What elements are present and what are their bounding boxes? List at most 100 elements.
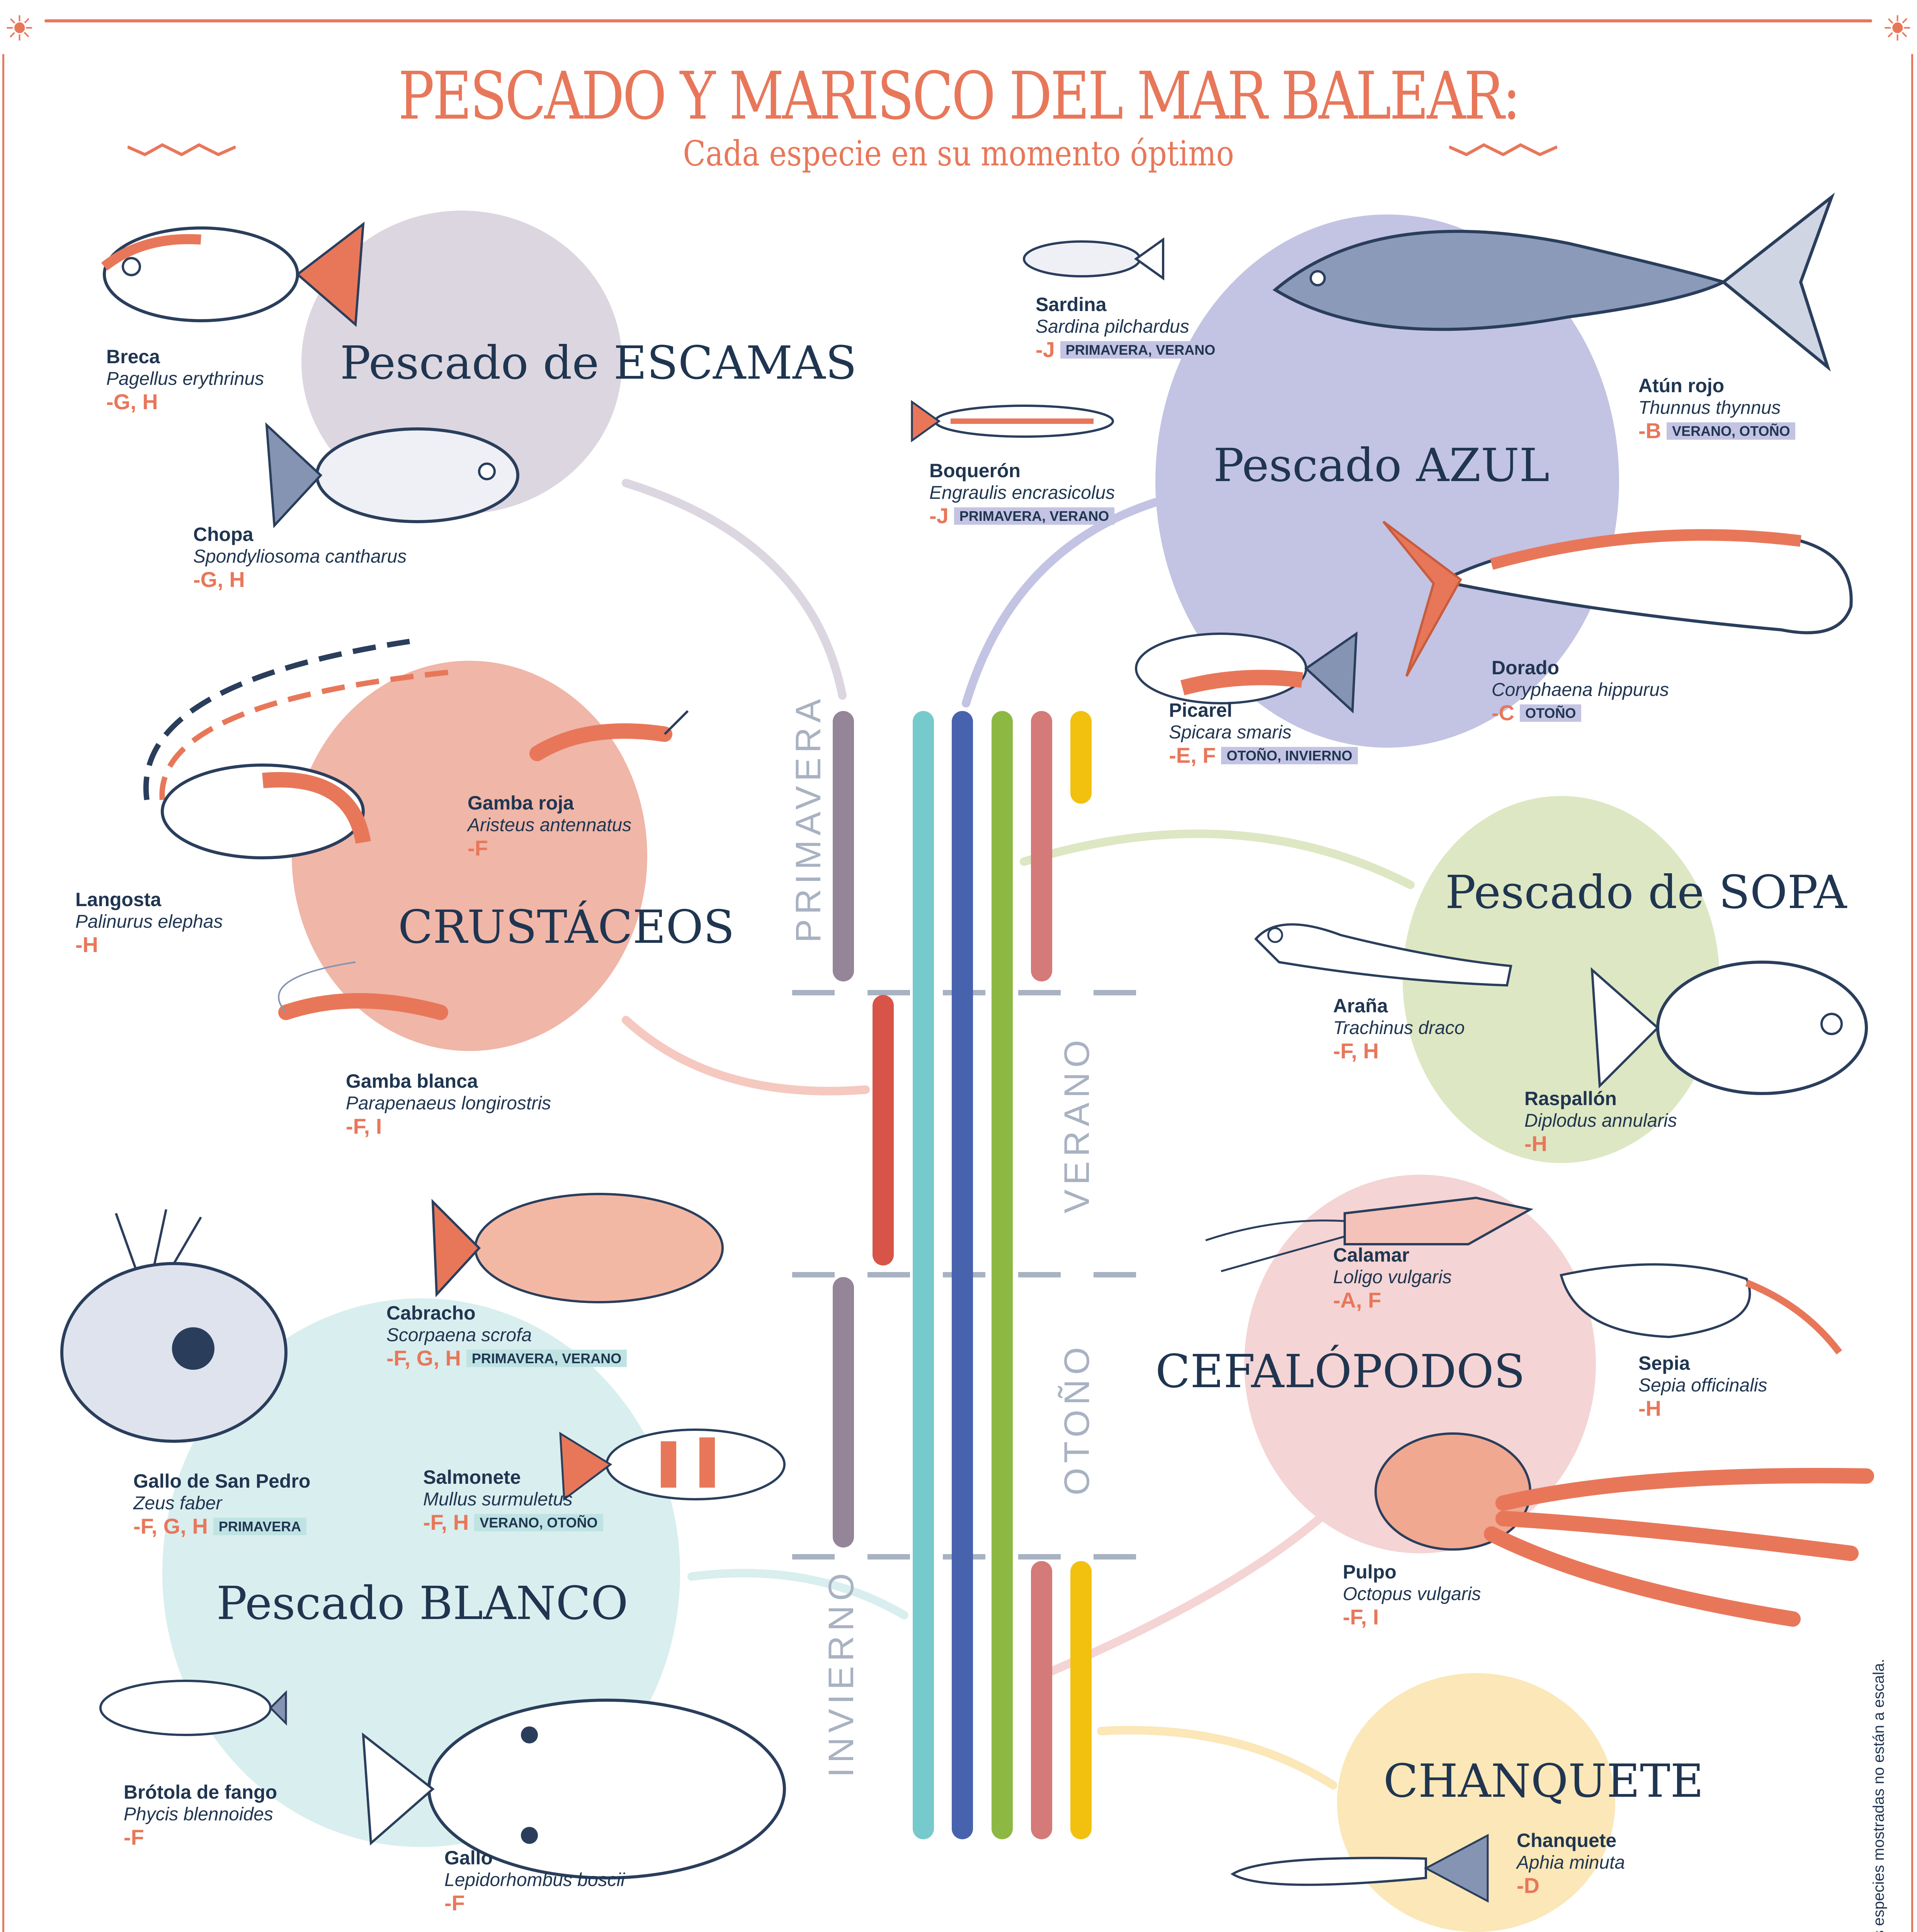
species-gear: -E, F (1169, 743, 1216, 767)
species-sci: Spicara smaris (1169, 722, 1292, 743)
species-sci: Engraulis encrasicolus (929, 482, 1115, 503)
dorado-illustration (1382, 520, 1853, 677)
group-title-cefalopodos: CEFALÓPODOS (1155, 1345, 1525, 1398)
species-name: Breca (106, 346, 160, 367)
gallo-illustration (362, 1699, 786, 1879)
group-title-azul: Pescado AZUL (1213, 439, 1550, 492)
species-sci: Sepia officinalis (1638, 1375, 1767, 1396)
species-name: Cabracho (386, 1302, 476, 1324)
species-gamba-blanca: Gamba blanca Parapenaeus longirostris -F… (346, 1070, 551, 1139)
species-name: Gallo de San Pedro (133, 1470, 311, 1492)
species-name: Araña (1333, 995, 1388, 1017)
connector-blanco (687, 1569, 908, 1619)
group-title-crustaceos: CRUSTÁCEOS (398, 900, 735, 954)
connector-crustaceos (622, 1016, 870, 1095)
species-gear: -F (444, 1890, 465, 1915)
species-gear: -F (124, 1825, 144, 1849)
species-name: Calamar (1333, 1244, 1410, 1266)
species-picarel: Picarel Spicara smaris -E, F OTOÑO, INVIE… (1169, 699, 1358, 768)
bar-cefalopodos-invierno (1031, 1561, 1052, 1839)
species-sci: Diplodus annularis (1524, 1110, 1677, 1131)
chanquete-illustration (1230, 1833, 1489, 1903)
atun-rojo-illustration (1272, 192, 1835, 372)
species-cabracho: Cabracho Scorpaena scrofa -F, G, H PRIMAV… (386, 1302, 627, 1371)
season-label-primavera: PRIMAVERA (789, 694, 828, 943)
species-sci: Lepidorhombus boscii (444, 1869, 625, 1890)
species-pulpo: Pulpo Octopus vulgaris -F, I (1343, 1561, 1481, 1629)
species-sci: Pagellus erythrinus (106, 368, 264, 389)
zigzag-decoration-right (1449, 143, 1557, 156)
species-brotola: Brótola de fango Phycis blennoides -F (124, 1781, 277, 1850)
species-name: Boquerón (929, 460, 1021, 481)
species-sci: Phycis blennoides (124, 1804, 273, 1825)
connector-azul (962, 498, 1160, 707)
species-sci: Scorpaena scrofa (386, 1325, 532, 1345)
frame-right-border (1911, 54, 1913, 1932)
species-name: Langosta (75, 889, 162, 910)
species-arana: Araña Trachinus draco -F, H (1333, 995, 1465, 1063)
species-name: Picarel (1169, 699, 1233, 721)
calamar-illustration (1205, 1196, 1534, 1272)
chopa-illustration (265, 422, 519, 529)
species-gear: -C (1492, 700, 1515, 725)
bar-escamas-primavera (833, 711, 854, 981)
species-chopa: Chopa Spondyliosoma cantharus -G, H (193, 524, 407, 592)
species-name: Gamba blanca (346, 1070, 478, 1092)
bar-crustaceos-verano (873, 995, 894, 1265)
species-chanquete: Chanquete Aphia minuta -D (1517, 1830, 1625, 1898)
gallo-san-pedro-illustration (60, 1209, 287, 1443)
species-name: Sepia (1638, 1352, 1690, 1374)
season-badge: OTOÑO, INVIERNO (1221, 747, 1358, 765)
species-sci: Aphia minuta (1517, 1852, 1625, 1873)
species-sci: Coryphaena hippurus (1492, 679, 1669, 700)
species-name: Brótola de fango (124, 1781, 277, 1803)
species-sci: Palinurus elephas (75, 911, 223, 932)
species-gamba-roja: Gamba roja Aristeus antennatus -F (468, 792, 631, 861)
species-gear: -J (1036, 337, 1055, 362)
species-gear: -H (1638, 1396, 1662, 1420)
connector-chanquete (1097, 1726, 1337, 1789)
season-label-otono: OTOÑO (1057, 1342, 1097, 1495)
species-gear: -F, I (1343, 1604, 1379, 1629)
species-raspallon: Raspallón Diplodus annularis -H (1524, 1088, 1677, 1156)
raspallon-illustration (1590, 961, 1868, 1095)
frame-left-border (2, 54, 4, 1932)
species-gear: -J (929, 503, 949, 528)
bar-cefalopodos-primavera (1031, 711, 1052, 981)
crustaceos-circle (292, 661, 647, 1051)
sepia-illustration (1560, 1263, 1842, 1355)
species-name: Salmonete (423, 1466, 521, 1488)
species-name: Pulpo (1343, 1561, 1397, 1583)
species-name: Gamba roja (468, 792, 574, 814)
species-gear: -F, G, H (133, 1514, 208, 1538)
species-sci: Thunnus thynnus (1638, 397, 1781, 418)
pulpo-illustration (1374, 1432, 1874, 1627)
species-gear: -B (1638, 418, 1662, 443)
gamba-blanca-illustration (278, 961, 448, 1020)
species-sci: Spondyliosoma cantharus (193, 546, 407, 567)
species-gear: -F, G, H (386, 1345, 461, 1370)
group-title-sopa: Pescado de SOPA (1445, 866, 1847, 919)
species-gear: -F, I (346, 1114, 382, 1138)
species-name: Gallo (444, 1847, 493, 1869)
season-label-invierno: INVIERNO (822, 1568, 861, 1777)
sun-corner-icon-right: ☀ (1882, 10, 1913, 48)
cabracho-illustration (431, 1193, 724, 1303)
salmonete-illustration (559, 1429, 786, 1501)
zigzag-decoration-left (128, 143, 236, 156)
page-title: PESCADO Y MARISCO DEL MAR BALEAR: (398, 58, 1521, 134)
season-badge: VERANO, OTOÑO (474, 1514, 603, 1532)
season-badge: PRIMAVERA, VERANO (466, 1349, 627, 1367)
bar-sopa (992, 711, 1013, 1839)
species-name: Raspallón (1524, 1088, 1617, 1109)
bar-chanquete-invierno (1070, 1561, 1092, 1839)
species-sci: Trachinus draco (1333, 1017, 1465, 1038)
species-sci: Parapenaeus longirostris (346, 1093, 551, 1114)
species-sci: Loligo vulgaris (1333, 1267, 1452, 1287)
frame-top-border (44, 19, 1872, 22)
species-sci: Sardina pilchardus (1036, 316, 1189, 337)
species-sci: Aristeus antennatus (468, 815, 632, 835)
group-title-chanquete: CHANQUETE (1383, 1754, 1704, 1808)
